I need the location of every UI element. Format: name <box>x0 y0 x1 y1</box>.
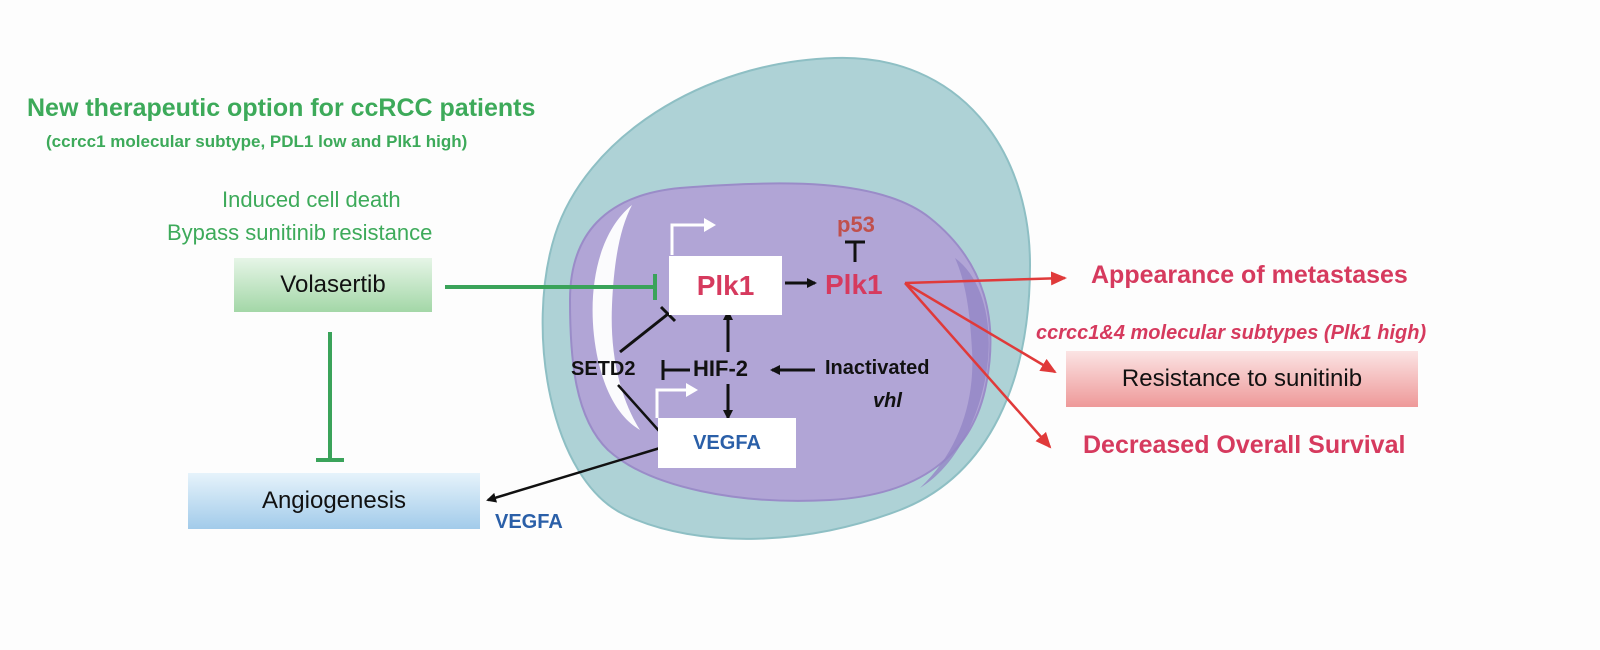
effect-induced-cell-death: Induced cell death <box>222 187 401 212</box>
page-subtitle: (ccrcc1 molecular subtype, PDL1 low and … <box>46 132 468 151</box>
vegfa-secreted-label: VEGFA <box>495 511 563 533</box>
setd2-to-vegfa-line <box>617 384 661 433</box>
hif2-label: HIF-2 <box>693 356 748 381</box>
nucleus-highlight <box>592 205 640 430</box>
plk1-gene-box: Plk1 <box>669 256 782 315</box>
setd2-inhibits-plk1 <box>619 312 669 354</box>
p53-label: p53 <box>837 212 875 237</box>
vegfa-gene-label: VEGFA <box>693 431 761 454</box>
subtypes-note: ccrcc1&4 molecular subtypes (Plk1 high) <box>1036 322 1427 344</box>
nucleus-shadow <box>920 258 989 488</box>
vegfa-gene-box: VEGFA <box>658 418 796 468</box>
plk1-to-resistance-arrow <box>904 281 1057 374</box>
resistance-box: Resistance to sunitinib <box>1066 351 1418 407</box>
angiogenesis-label: Angiogenesis <box>261 487 407 514</box>
effect-bypass-resistance: Bypass sunitinib resistance <box>167 220 433 245</box>
vhl-label: vhl <box>873 390 902 412</box>
resistance-label: Resistance to sunitinib <box>1121 365 1363 392</box>
page-title: New therapeutic option for ccRCC patient… <box>27 94 536 122</box>
vegfa-to-angiogenesis-arrow <box>486 446 661 503</box>
vegfa-transcription-start-arrow <box>655 388 690 418</box>
plk1-to-survival-arrow <box>904 282 1052 449</box>
plk1-transcription-start-arrow <box>670 223 708 255</box>
plk1-protein-label: Plk1 <box>825 269 883 300</box>
angiogenesis-box: Angiogenesis <box>188 473 480 529</box>
setd2-label: SETD2 <box>571 358 636 380</box>
plk1-to-metastases-arrow <box>904 271 1067 286</box>
volasertib-label: Volasertib <box>280 271 386 298</box>
outcome-survival: Decreased Overall Survival <box>1083 431 1406 459</box>
vegfa-transcription-arrowhead <box>686 383 698 397</box>
outcome-metastases: Appearance of metastases <box>1091 261 1408 289</box>
volasertib-box: Volasertib <box>234 258 432 312</box>
setd2-inhibits-plk1-bar <box>659 305 677 323</box>
inactivated-label: Inactivated <box>825 357 930 379</box>
plk1-transcription-arrowhead <box>704 218 716 232</box>
plk1-gene-label: Plk1 <box>696 269 755 301</box>
